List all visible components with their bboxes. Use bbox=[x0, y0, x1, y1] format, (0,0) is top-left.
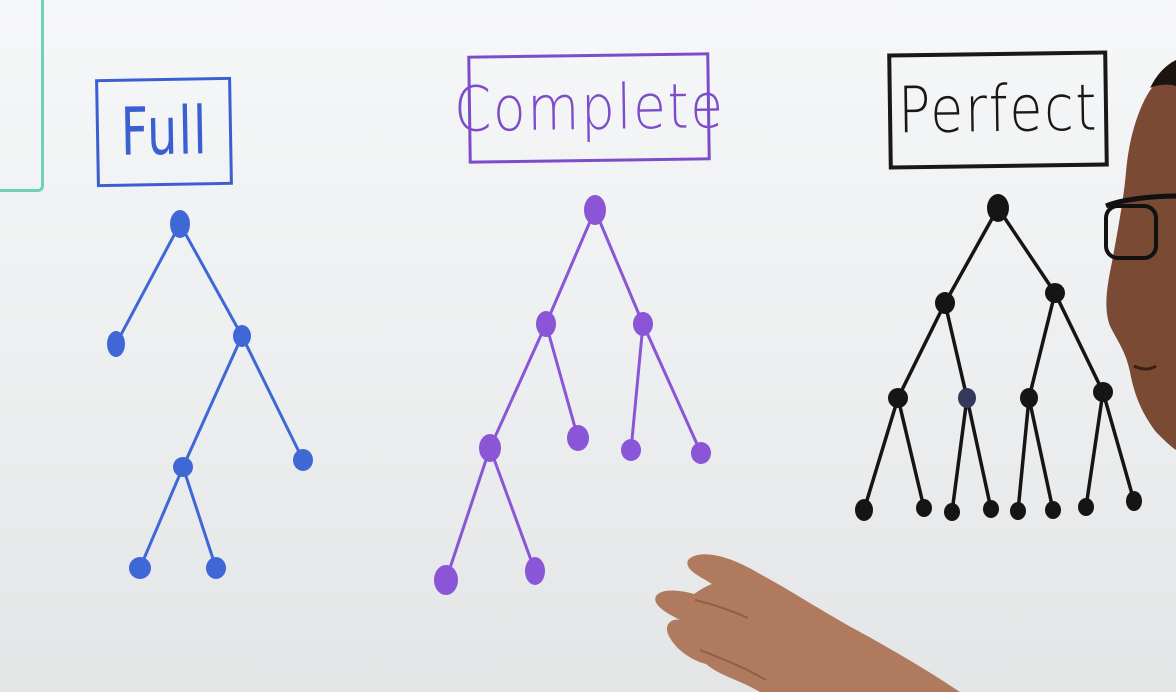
perfect-node bbox=[1093, 382, 1113, 402]
full-node bbox=[206, 557, 226, 579]
perfect-node bbox=[1078, 498, 1094, 516]
full-nodes bbox=[107, 210, 313, 579]
full-edge bbox=[178, 222, 244, 338]
perfect-edge bbox=[943, 206, 1000, 305]
perfect-node bbox=[983, 500, 999, 518]
full-node bbox=[173, 457, 193, 477]
complete-node bbox=[479, 434, 501, 462]
complete-node bbox=[584, 195, 606, 225]
perfect-node bbox=[1010, 502, 1026, 520]
full-edge bbox=[114, 222, 182, 346]
complete-edge bbox=[629, 322, 645, 452]
complete-edge bbox=[641, 322, 703, 455]
perfect-node bbox=[888, 388, 908, 408]
perfect-node bbox=[1126, 491, 1142, 511]
presenter-face bbox=[1104, 60, 1176, 450]
complete-edge bbox=[593, 208, 645, 326]
complete-node bbox=[525, 557, 545, 585]
perfect-edge bbox=[950, 396, 969, 514]
perfect-node bbox=[1020, 388, 1038, 408]
perfect-edge bbox=[896, 396, 926, 510]
perfect-node bbox=[1045, 501, 1061, 519]
complete-node bbox=[633, 312, 653, 336]
complete-edge bbox=[444, 446, 492, 582]
complete-node bbox=[567, 425, 589, 451]
full-node bbox=[129, 557, 151, 579]
perfect-edge bbox=[1016, 396, 1031, 513]
complete-edge bbox=[544, 322, 580, 440]
perfect-edge bbox=[996, 206, 1057, 295]
complete-node bbox=[434, 565, 458, 595]
full-edge bbox=[181, 465, 218, 570]
full-edge bbox=[181, 334, 244, 469]
complete-node bbox=[621, 439, 641, 461]
full-node bbox=[293, 449, 313, 471]
perfect-edge bbox=[1101, 390, 1136, 503]
perfect-nodes bbox=[855, 194, 1142, 521]
full-edge bbox=[138, 465, 185, 570]
full-edge bbox=[240, 334, 305, 462]
pointing-hand bbox=[655, 554, 960, 692]
perfect-node bbox=[1045, 283, 1065, 303]
complete-edge bbox=[488, 322, 548, 450]
complete-edge bbox=[544, 208, 597, 326]
perfect-edge bbox=[1053, 291, 1105, 394]
perfect-edge bbox=[896, 301, 947, 400]
full-node bbox=[233, 325, 251, 347]
perfect-tree bbox=[862, 206, 1136, 514]
perfect-edge bbox=[1027, 291, 1057, 400]
complete-tree bbox=[444, 208, 703, 582]
complete-nodes bbox=[434, 195, 711, 595]
complete-edge bbox=[488, 446, 537, 573]
perfect-node bbox=[987, 194, 1009, 222]
complete-node bbox=[536, 311, 556, 337]
perfect-node bbox=[935, 292, 955, 314]
perfect-edge bbox=[943, 301, 969, 400]
perfect-edge bbox=[1084, 390, 1105, 509]
perfect-node bbox=[916, 499, 932, 517]
perfect-node bbox=[944, 503, 960, 521]
full-tree bbox=[114, 222, 305, 570]
full-node bbox=[107, 331, 125, 357]
perfect-node bbox=[855, 499, 873, 521]
full-node bbox=[170, 210, 190, 238]
partial-board-notes bbox=[0, 0, 44, 192]
complete-node bbox=[691, 442, 711, 464]
perfect-edge bbox=[965, 396, 993, 511]
perfect-edge bbox=[862, 396, 900, 512]
perfect-node bbox=[958, 388, 976, 408]
perfect-edge bbox=[1027, 396, 1055, 512]
